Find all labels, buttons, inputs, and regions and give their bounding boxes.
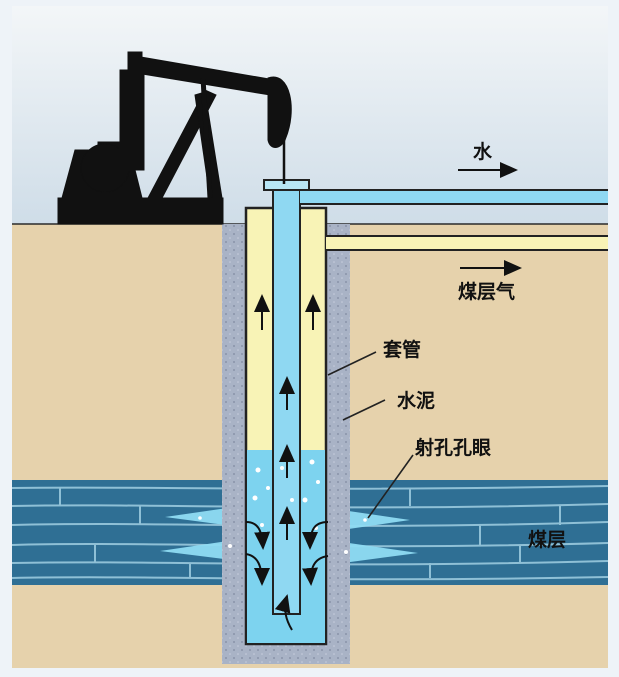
arrow-icon xyxy=(302,555,329,586)
arrow-icon xyxy=(245,521,271,550)
water-pipe xyxy=(300,189,608,205)
gas-bubbles xyxy=(198,459,367,554)
wellhead xyxy=(263,179,310,191)
arrow-icon xyxy=(245,553,270,586)
arrow-icon xyxy=(302,521,329,550)
arrow-icon xyxy=(274,594,293,631)
label-cement: 水泥 xyxy=(397,390,435,412)
label-perforations: 射孔孔眼 xyxy=(414,436,491,459)
pumpjack-silhouette-icon xyxy=(57,51,292,225)
label-coal-seam: 煤层 xyxy=(528,529,566,551)
gas-pipe xyxy=(326,235,608,251)
flow-arrows xyxy=(245,162,522,631)
label-casing: 套管 xyxy=(382,338,421,361)
leader-lines xyxy=(327,351,414,519)
label-coalbed-gas: 煤层气 xyxy=(458,280,515,303)
label-water: 水 xyxy=(473,141,493,163)
